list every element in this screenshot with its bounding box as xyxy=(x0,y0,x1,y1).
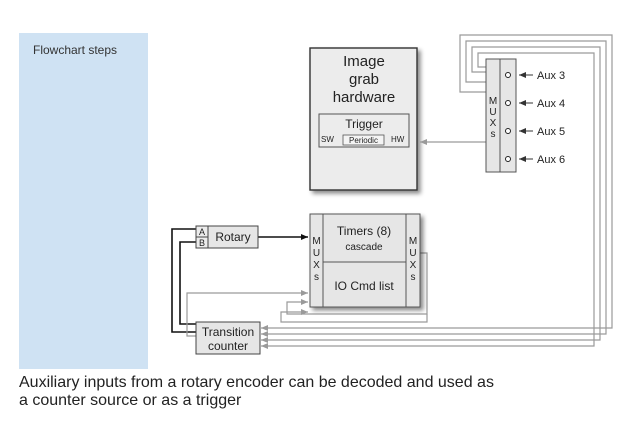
left-mux-letter-m: M xyxy=(312,236,320,247)
io-cmd-list: IO Cmd list xyxy=(334,279,394,293)
rotary-block: A B Rotary xyxy=(195,225,259,249)
rotary-input-b: B xyxy=(199,238,205,248)
aux-mux-letter-s: s xyxy=(491,129,496,140)
rotary-label: Rotary xyxy=(215,230,250,244)
rotary-connections xyxy=(171,228,308,333)
left-mux-letter-x: X xyxy=(313,260,320,271)
caption-line1: Auxiliary inputs from a rotary encoder c… xyxy=(19,374,494,391)
aux-input-6: Aux 6 xyxy=(537,154,565,166)
image-grab-title-line3: hardware xyxy=(333,89,396,106)
image-grab-title-line1: Image xyxy=(343,53,385,70)
timer-feedback-lines xyxy=(186,252,428,337)
trigger-hw: HW xyxy=(391,135,405,144)
aux-input-3: Aux 3 xyxy=(537,70,565,82)
rotary-input-a: A xyxy=(199,227,205,237)
aux-feedback-lines xyxy=(261,34,613,349)
transition-counter-block: Transition counter xyxy=(195,321,261,355)
right-mux-letter-s: s xyxy=(411,272,416,283)
flowchart-steps-title: Flowchart steps xyxy=(33,43,118,57)
aux-mux-letter-m: M xyxy=(489,96,497,107)
trigger-panel: Trigger SW Periodic HW xyxy=(318,113,410,148)
right-mux-letter-x: X xyxy=(410,260,417,271)
trigger-sw: SW xyxy=(321,135,334,144)
aux-input-list: Aux 3 Aux 4 Aux 5 Aux 6 xyxy=(519,70,565,166)
transition-counter-line2: counter xyxy=(208,339,248,353)
caption-line2: a counter source or as a trigger xyxy=(19,392,242,409)
transition-counter-line1: Transition xyxy=(202,325,254,339)
trigger-periodic: Periodic xyxy=(349,136,378,145)
image-grab-hardware-box: Image grab hardware Trigger SW Periodic … xyxy=(309,47,418,191)
flowchart-steps-panel: Flowchart steps xyxy=(19,33,148,369)
aux-mux-block: M U X s xyxy=(485,58,517,173)
timers-cascade: cascade xyxy=(345,242,383,253)
left-mux-letter-u: U xyxy=(313,248,320,259)
aux-input-5: Aux 5 xyxy=(537,126,565,138)
right-mux-letter-u: U xyxy=(409,248,416,259)
trigger-label: Trigger xyxy=(345,117,383,131)
image-grab-title-line2: grab xyxy=(349,71,379,88)
aux-mux-letter-u: U xyxy=(489,107,496,118)
timers-title: Timers (8) xyxy=(337,224,391,238)
aux-mux-letter-x: X xyxy=(490,118,497,129)
right-mux-letter-m: M xyxy=(409,236,417,247)
left-mux-letter-s: s xyxy=(314,272,319,283)
aux-input-4: Aux 4 xyxy=(537,98,565,110)
caption: Auxiliary inputs from a rotary encoder c… xyxy=(19,374,619,410)
timers-block: Timers (8) cascade IO Cmd list M U X s M… xyxy=(309,213,421,308)
